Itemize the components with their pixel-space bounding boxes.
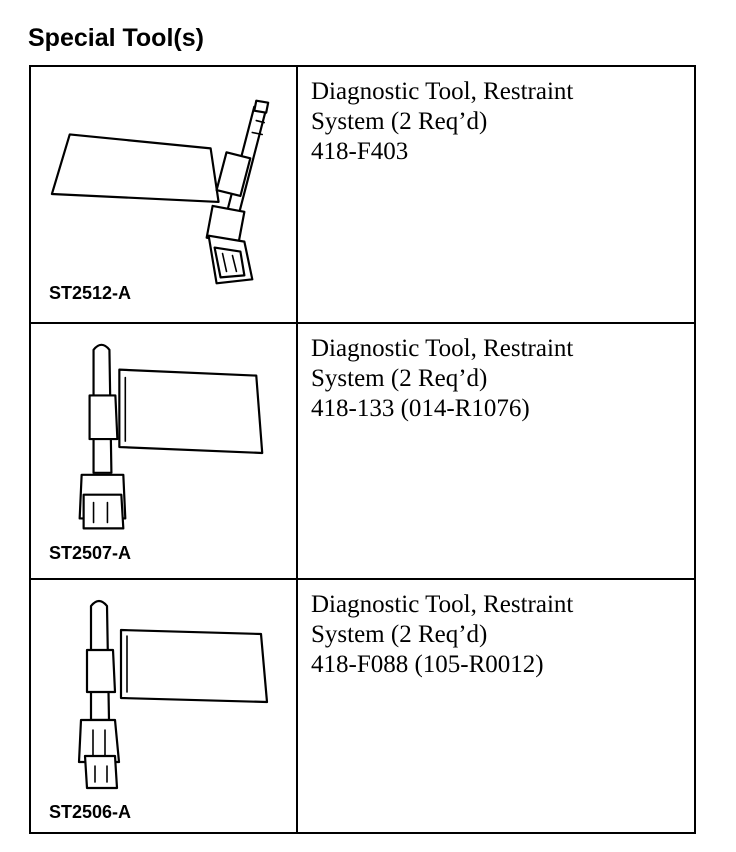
tool-illustration-cell: ST2507-A xyxy=(31,324,298,578)
tool-name-line: Diagnostic Tool, Restraint xyxy=(311,591,574,618)
tool-illustration-cell: ST2506-A xyxy=(31,580,298,832)
special-tools-table: ST2512-A Diagnostic Tool, Restraint Syst… xyxy=(29,65,696,834)
restraint-diagnostic-tool-illustration xyxy=(77,599,269,790)
tool-name-line: System (2 Req’d) xyxy=(311,365,488,392)
tool-code: ST2506-A xyxy=(49,802,132,822)
restraint-diagnostic-tool-illustration xyxy=(78,343,264,530)
tool-description: Diagnostic Tool, Restraint System (2 Req… xyxy=(311,590,686,680)
tool-part-number: 418-F088 (105-R0012) xyxy=(311,651,544,678)
tool-row: ST2506-A Diagnostic Tool, Restraint Syst… xyxy=(31,580,694,832)
tool-name-line: System (2 Req’d) xyxy=(311,621,488,648)
page-title: Special Tool(s) xyxy=(28,24,204,52)
tool-row: ST2512-A Diagnostic Tool, Restraint Syst… xyxy=(31,67,694,324)
restraint-diagnostic-tool-illustration xyxy=(50,99,270,285)
tool-description: Diagnostic Tool, Restraint System (2 Req… xyxy=(311,77,686,167)
tool-name-line: Diagnostic Tool, Restraint xyxy=(311,78,574,105)
tool-part-number: 418-F403 xyxy=(311,138,409,165)
tool-row: ST2507-A Diagnostic Tool, Restraint Syst… xyxy=(31,324,694,580)
tool-code: ST2512-A xyxy=(49,283,132,303)
tool-name-line: System (2 Req’d) xyxy=(311,108,488,135)
tool-part-number: 418-133 (014-R1076) xyxy=(311,395,530,422)
tool-illustration-cell: ST2512-A xyxy=(31,67,298,322)
tool-description: Diagnostic Tool, Restraint System (2 Req… xyxy=(311,334,686,424)
tool-name-line: Diagnostic Tool, Restraint xyxy=(311,335,574,362)
tool-code: ST2507-A xyxy=(49,543,132,563)
